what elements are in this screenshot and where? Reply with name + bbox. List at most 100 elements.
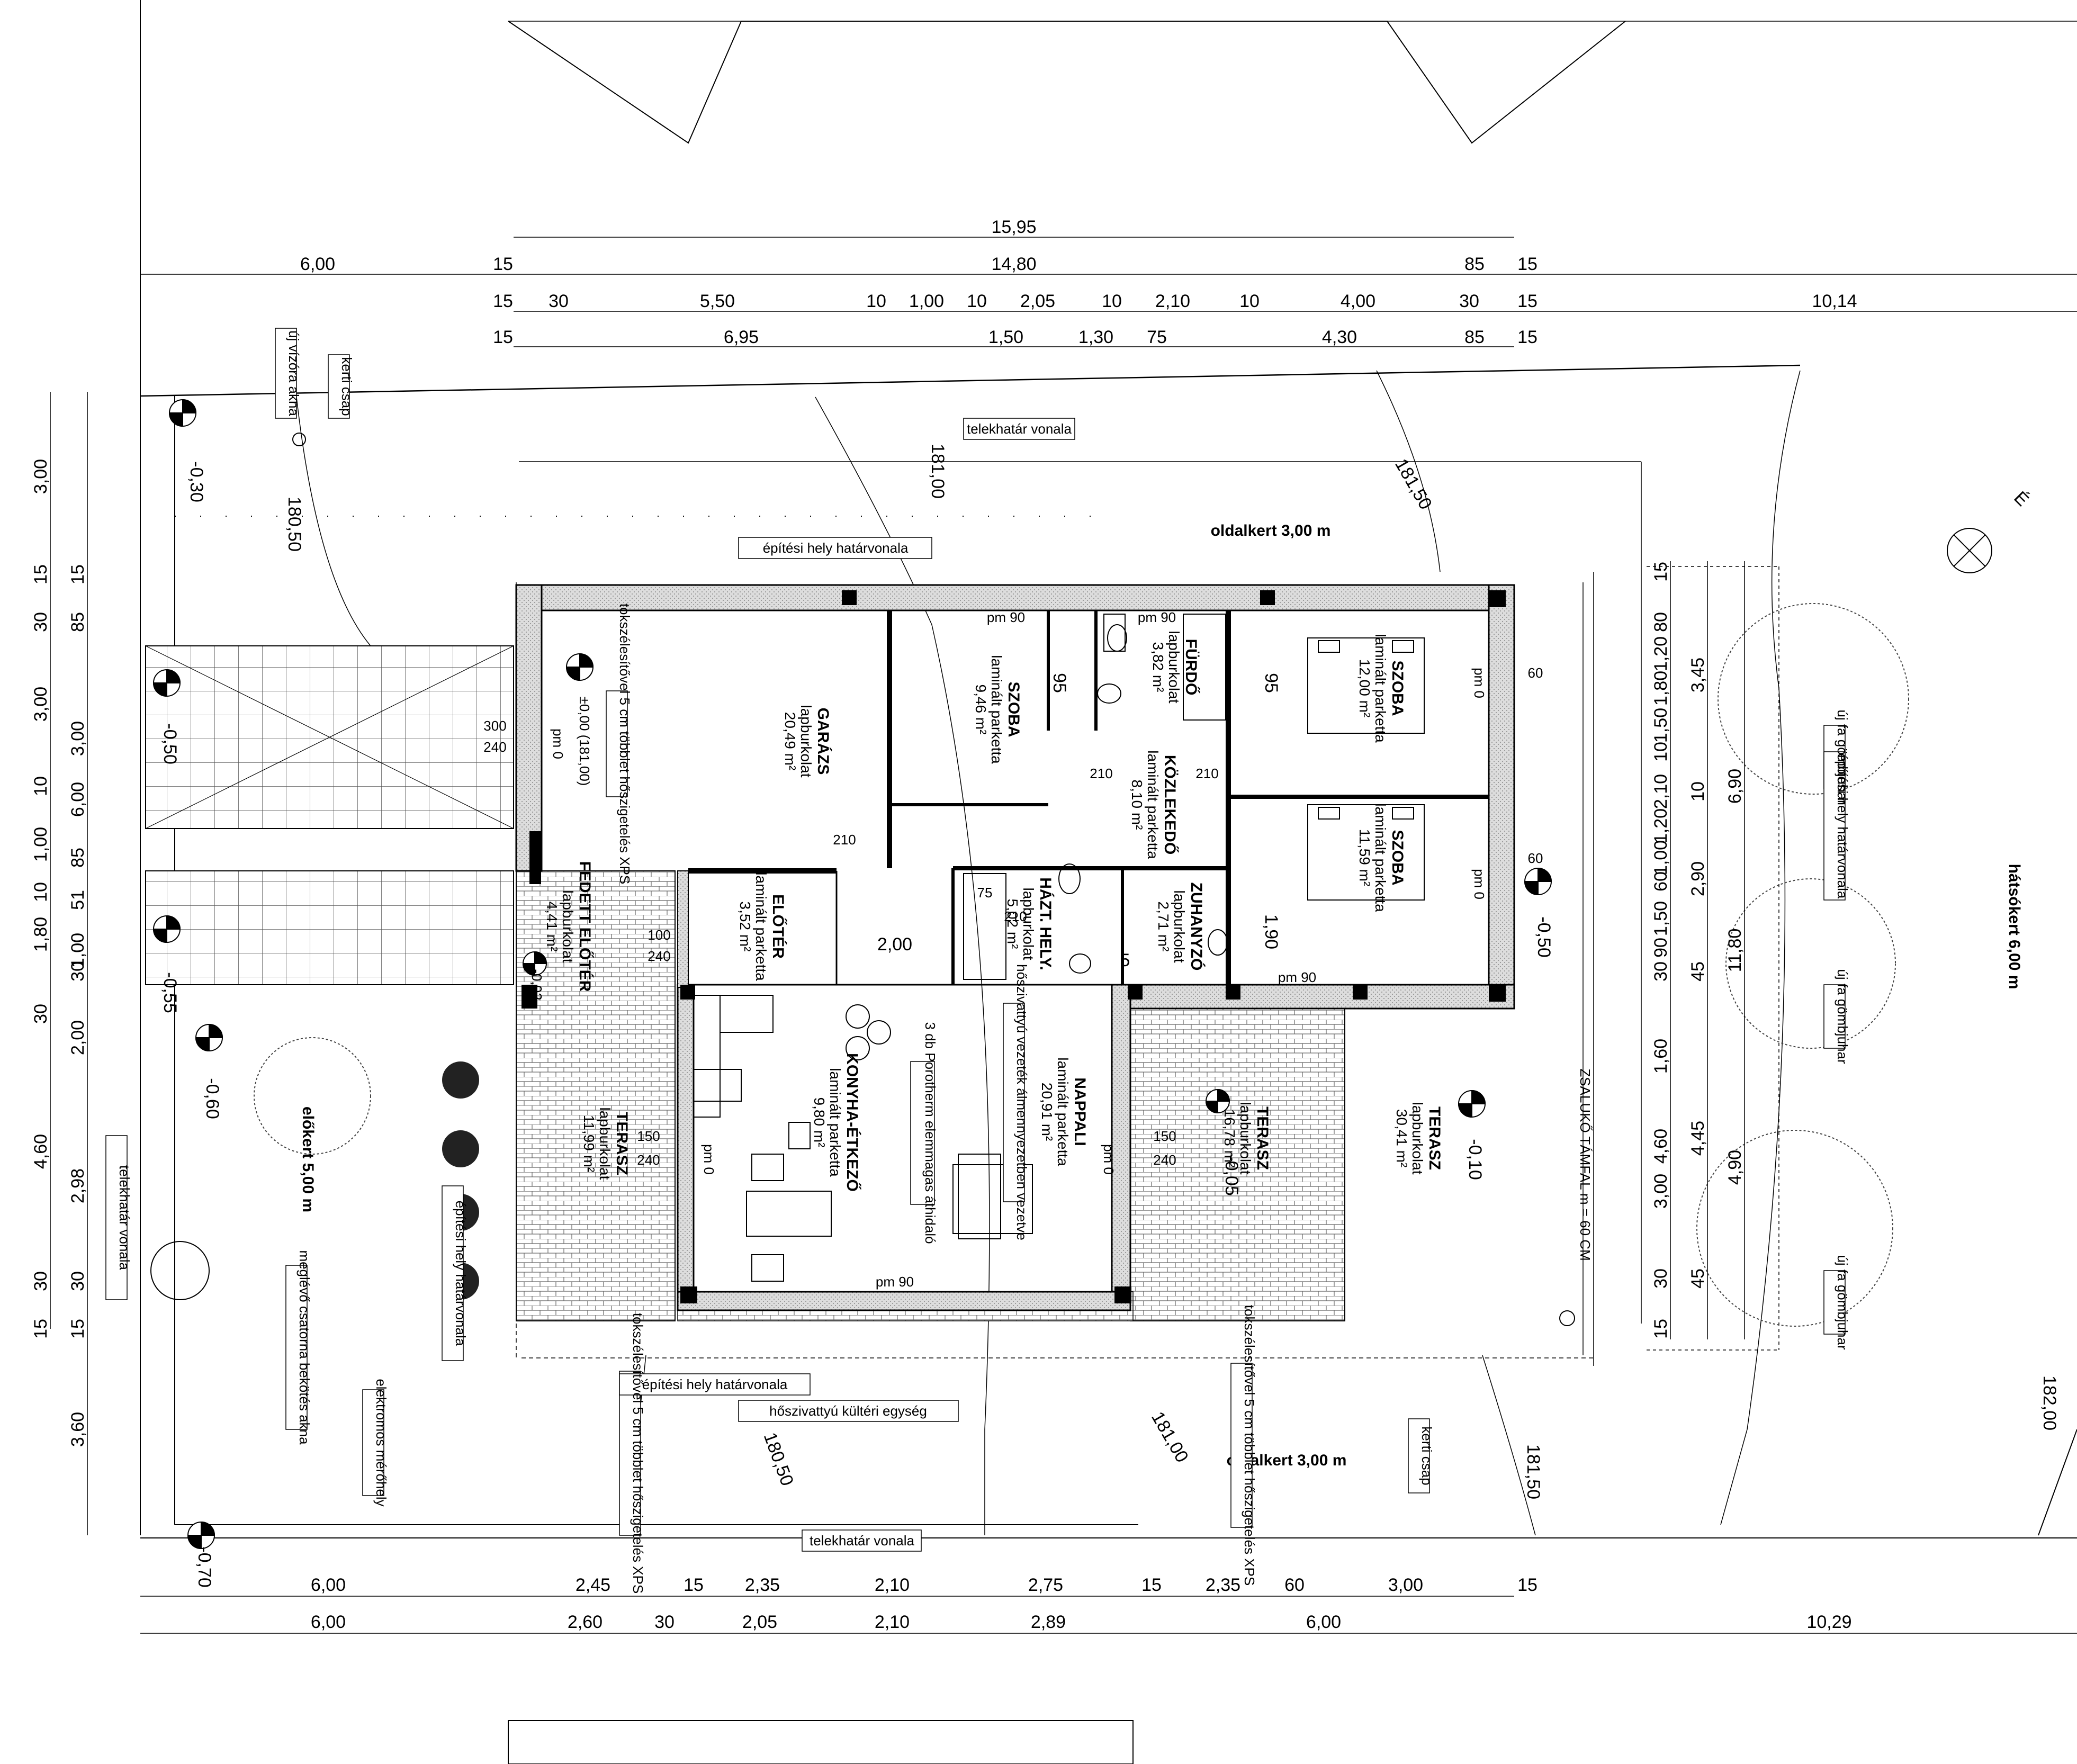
label-telekhatar-bottom: telekhatár vonala [810, 1533, 915, 1549]
dim-l2-10: 30 [68, 1271, 88, 1291]
room-teraszMid-floor: lapburkolat [1237, 1102, 1254, 1175]
opening-2c: 210 [833, 832, 856, 848]
dim-l2-12: 3,60 [68, 1412, 88, 1447]
dim-b2-2: 30 [654, 1612, 675, 1632]
opening-5d: 240 [637, 1152, 660, 1168]
dim-r1-10: 1,50 [1651, 901, 1671, 936]
terrace-mid [1130, 984, 1345, 1321]
dim-b1-2: 15 [684, 1575, 704, 1595]
opening-0d: pm 90 [1278, 969, 1316, 985]
dim-t1-1: 15 [493, 254, 513, 274]
dim-l1-4: 10 [31, 776, 51, 796]
label-ujfa-3: új fa gömbjuhar [1835, 1255, 1850, 1350]
room-konyha-floor: laminált parketta [827, 1068, 843, 1177]
label-tokszel-3: tokszélesítővel 5 cm többlet hőszigetelé… [1242, 1305, 1257, 1586]
room-nappali: NAPPALI laminált parketta 20,91 m² [1039, 1057, 1089, 1166]
dim-b1-8: 60 [1284, 1575, 1305, 1595]
dim-r1-9: 60 [1651, 871, 1671, 892]
room-fedettEloter-floor: lapburkolat [560, 890, 576, 963]
dim-l1-6: 10 [31, 882, 51, 902]
opening-5b: 240 [648, 948, 670, 964]
zone-elokert: előkert 5,00 m [299, 1106, 317, 1212]
dim-b2-3: 2,05 [742, 1612, 777, 1632]
dims-bottom: 6,00 2,45 15 2,35 2,10 2,75 15 2,35 60 3… [311, 1575, 1852, 1632]
opening-2: 210 [1090, 766, 1112, 781]
dim-t1-3: 85 [1464, 254, 1485, 274]
opening-14: 95 [1049, 673, 1069, 693]
room-furdo-area: 3,82 m² [1150, 642, 1166, 692]
dim-l2-7: 30 [68, 961, 88, 982]
level-1: -0,50 [160, 723, 180, 764]
dim-l1-11: 15 [31, 1319, 51, 1339]
dim-l1-10: 30 [31, 1271, 51, 1291]
dim-r1-13: 1,60 [1651, 1039, 1671, 1074]
dim-t3-3: 1,30 [1078, 327, 1113, 347]
entry-walk-paving [145, 870, 514, 985]
opening-8: 60 [1528, 665, 1543, 681]
room-nappali-floor: laminált parketta [1055, 1057, 1071, 1166]
room-kozlekedo: KÖZLEKEDŐ laminált parketta 8,10 m² [1129, 750, 1179, 859]
dim-t2-6: 2,05 [1020, 291, 1055, 311]
room-teraszLeft-area: 11,99 m² [581, 1115, 597, 1172]
room-szoba2: SZOBA laminált parketta 12,00 m² [1356, 634, 1406, 743]
north-arrow-icon: É [2010, 488, 2033, 510]
room-konyha: KONYHA-ÉTKEZŐ laminált parketta 9,80 m² [811, 1053, 861, 1192]
room-eloter: ELŐTÉR laminált parketta 3,52 m² [737, 872, 787, 981]
dim-b2-6: 6,00 [1306, 1612, 1341, 1632]
dim-b1-10: 15 [1517, 1575, 1537, 1595]
dim-t2-3: 10 [866, 291, 886, 311]
fixtures [150, 433, 1992, 1327]
dim-b1-6: 15 [1141, 1575, 1162, 1595]
dim-b1-7: 2,35 [1206, 1575, 1240, 1595]
dim-r1-7: 1,20 [1651, 808, 1671, 843]
level-2: -0,55 [160, 972, 180, 1013]
opening-8b: 60 [1528, 850, 1543, 866]
label-zsaluko: ZSALUKŐ TÁMFAL m = 60 CM [1577, 1068, 1593, 1261]
room-nappali-area: 20,91 m² [1039, 1083, 1055, 1141]
dim-t2-12: 15 [1517, 291, 1537, 311]
dim-l2-6: 1,00 [68, 933, 88, 968]
opening-annotations: pm 90 pm 90 pm 90 pm 90 pm 0 pm 0 pm 0 p… [483, 609, 1543, 1290]
dims-left: 3,00 15 30 3,00 10 1,00 10 1,80 30 4,60 … [31, 459, 88, 1447]
opening-1b: pm 0 [1471, 668, 1487, 698]
dim-t2-5: 10 [967, 291, 987, 311]
opening-2d: 210 [1004, 908, 1027, 924]
level-4: -0,70 [194, 1546, 214, 1588]
room-teraszLeft-name: TERASZ [613, 1112, 631, 1175]
zone-labels: oldalkert 3,00 m oldalkert 3,00 m előker… [299, 488, 2033, 1469]
dim-l2-3: 6,00 [68, 782, 88, 817]
room-fedettEloter-name: FEDETT ELŐTÉR [576, 861, 594, 992]
room-fedettEloter-area: 4,41 m² [544, 902, 560, 952]
dim-r1-2: 1,20 [1651, 636, 1671, 671]
opening-2b: 210 [1195, 766, 1218, 781]
room-furdo: FÜRDŐ lapburkolat 3,82 m² [1150, 631, 1200, 704]
dim-l2-4: 85 [68, 848, 88, 868]
opening-4: 150 [1153, 1128, 1176, 1144]
dim-b1-4: 2,10 [875, 1575, 910, 1595]
dim-r3-0: 6,90 [1725, 769, 1745, 804]
dim-l1-9: 4,60 [31, 1134, 51, 1169]
room-szoba3-area: 11,59 m² [1356, 829, 1373, 886]
dim-l1-1: 15 [31, 564, 51, 584]
room-zuhanyzo-name: ZUHANYZÓ [1188, 883, 1206, 971]
dim-t3-1: 6,95 [724, 327, 759, 347]
room-teraszRight: TERASZ lapburkolat 30,41 m² [1393, 1102, 1443, 1175]
room-kozlekedo-area: 8,10 m² [1129, 780, 1145, 830]
room-furdo-floor: lapburkolat [1166, 631, 1182, 704]
dim-t2-9: 10 [1239, 291, 1260, 311]
dim-t3-4: 75 [1147, 327, 1167, 347]
label-epitesi-right: építési hely határvonala [1835, 753, 1850, 899]
contour-3: 181,50 [1523, 1444, 1543, 1499]
room-szoba1-name: SZOBA [1005, 682, 1022, 737]
label-tokszel-2: tokszélesítővel 5 cm többlet hőszigetelé… [630, 1313, 646, 1594]
dim-r2-2: 2,90 [1688, 861, 1708, 896]
room-teraszLeft-floor: lapburkolat [597, 1108, 613, 1180]
dim-r1-1: 80 [1651, 612, 1671, 632]
dim-r1-6: 2,10 [1651, 774, 1671, 809]
room-teraszMid: TERASZ lapburkolat 16,78 m² [1221, 1102, 1271, 1175]
opening-5c: 240 [1153, 1152, 1176, 1168]
room-szoba1: SZOBA laminált parketta 9,46 m² [973, 655, 1022, 764]
label-elektromos: elektromos mérőhely [373, 1379, 389, 1506]
dim-l2-9: 2,98 [68, 1168, 88, 1203]
